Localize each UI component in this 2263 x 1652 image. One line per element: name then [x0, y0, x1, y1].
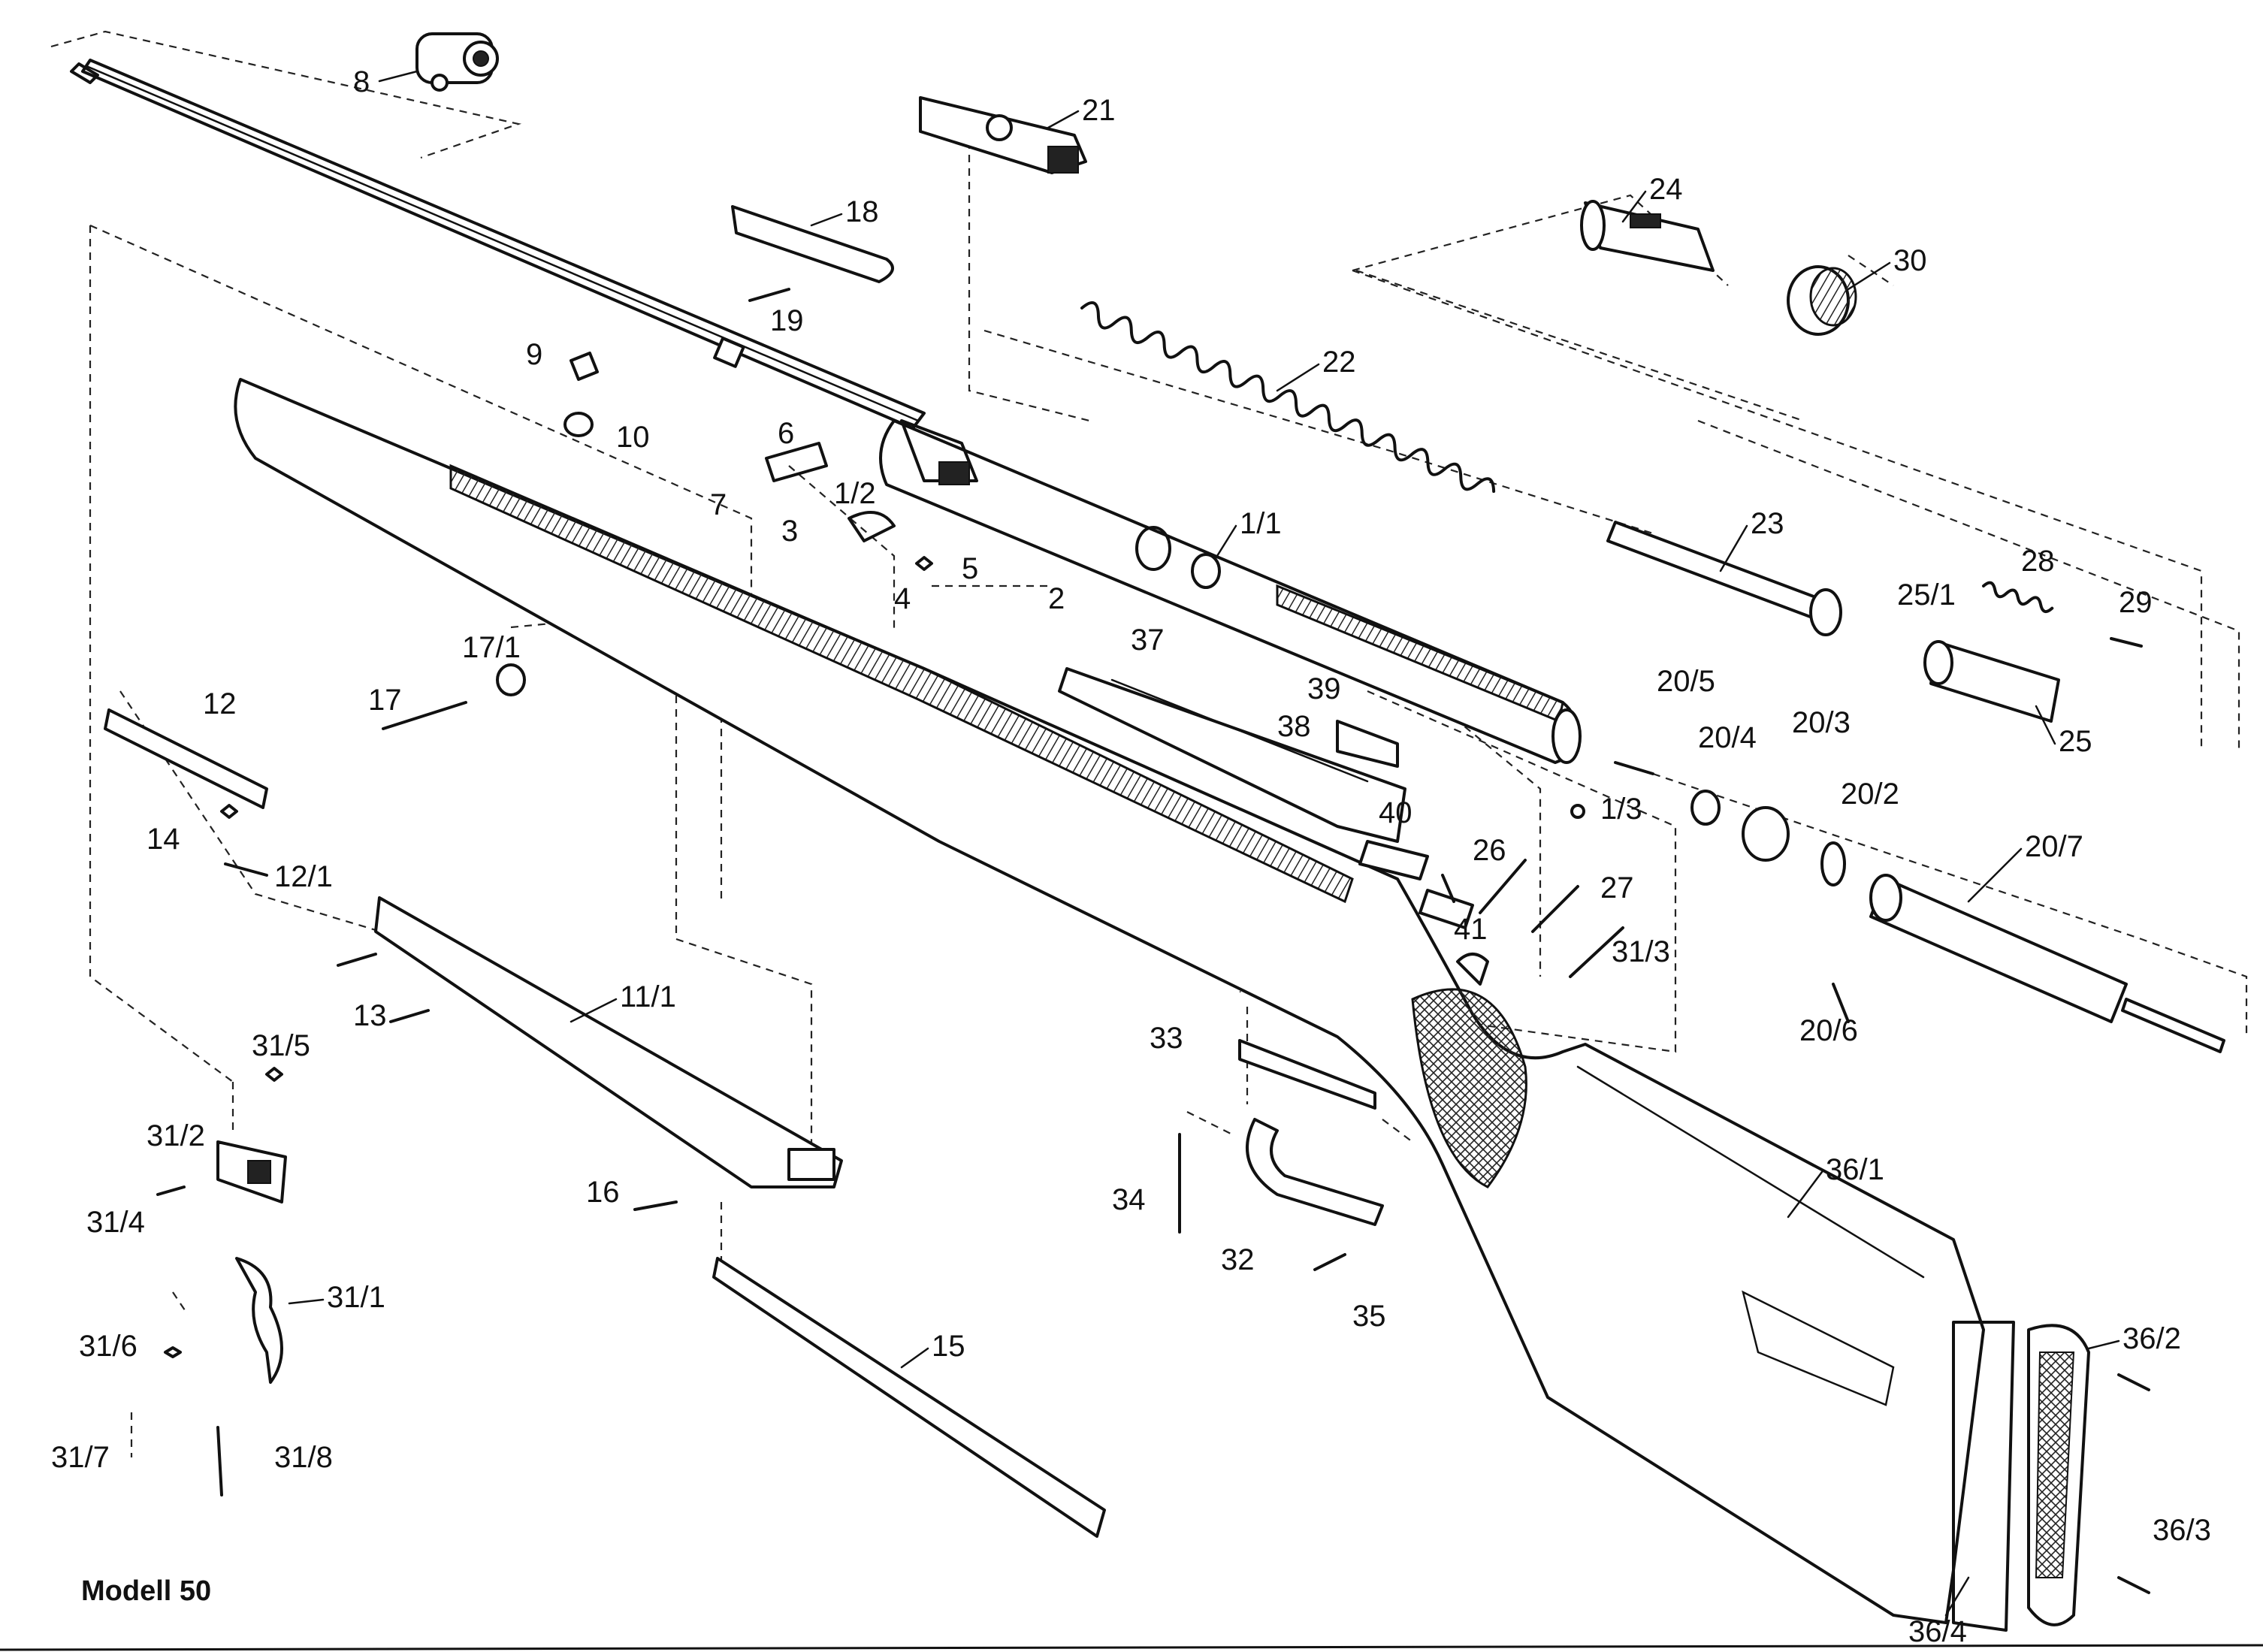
part-label: 31/4 — [86, 1206, 145, 1239]
part-label: 20/4 — [1698, 721, 1757, 754]
part-label: 10 — [616, 421, 650, 454]
part-label: 1/3 — [1600, 793, 1642, 826]
barrel — [70, 59, 926, 430]
front-sight — [415, 32, 499, 92]
part-label: 11/1 — [620, 980, 676, 1013]
part-label: 31/5 — [252, 1029, 310, 1062]
part-label: 21 — [1082, 94, 1116, 127]
trigger-housing — [216, 1140, 287, 1204]
part-label: 17/1 — [462, 631, 521, 664]
part-label: 31/2 — [147, 1119, 205, 1152]
part-label: 4 — [894, 582, 911, 615]
part-label: 37 — [1131, 624, 1165, 657]
part-label: 32 — [1221, 1243, 1255, 1276]
washers — [1614, 761, 1846, 886]
trigger-guard — [1238, 1039, 1384, 1226]
part-label: 19 — [770, 304, 804, 337]
part-label: 31/3 — [1612, 935, 1670, 968]
part-label: 35 — [1352, 1300, 1386, 1333]
part-label: 36/1 — [1826, 1153, 1884, 1186]
part-label: 25/1 — [1897, 578, 1956, 612]
compression-tube — [1869, 874, 2225, 1053]
part-label: 2 — [1048, 582, 1065, 615]
scope-rail-cover — [731, 205, 894, 283]
butt-plate — [2027, 1324, 2090, 1626]
part-label: 31/7 — [51, 1441, 110, 1474]
mainspring — [1080, 301, 1496, 494]
rear-sight — [919, 96, 1087, 174]
part-label: 41 — [1454, 913, 1488, 946]
part-label: 31/8 — [274, 1441, 333, 1474]
part-label: 20/7 — [2025, 830, 2083, 863]
trigger-bracket — [1336, 720, 1455, 903]
part-label: 12 — [203, 687, 237, 720]
stock — [234, 378, 2015, 1632]
part-label: 6 — [778, 417, 794, 450]
part-label: 22 — [1322, 346, 1356, 379]
piston — [1923, 581, 2143, 723]
part-label: 1/1 — [1240, 507, 1282, 540]
part-label: 31/1 — [327, 1281, 385, 1314]
part-label: 36/4 — [1908, 1615, 1967, 1648]
part-label: 38 — [1277, 710, 1311, 743]
part-label: 12/1 — [274, 860, 333, 893]
part-label: 40 — [1379, 796, 1412, 829]
part-label: 20/5 — [1657, 665, 1715, 698]
part-labels: 8 21 18 19 9 10 6 7 1/2 3 5 4 2 1/1 24 3… — [51, 65, 2211, 1648]
trigger-plate — [1058, 667, 1406, 843]
model-caption: Modell 50 — [81, 1575, 211, 1607]
part-label: 5 — [962, 552, 978, 585]
part-label: 7 — [710, 488, 727, 521]
pins-26-27 — [1479, 859, 1624, 978]
receiver-tube — [879, 419, 1582, 764]
part-label: 9 — [526, 338, 542, 371]
part-label: 33 — [1150, 1022, 1183, 1055]
spring-guide-cap — [1580, 200, 1715, 272]
assembly-guide-lines — [50, 30, 2248, 1457]
part-label: 17 — [368, 684, 402, 717]
safety-slide — [104, 708, 268, 809]
part-label: 26 — [1473, 834, 1506, 867]
part-label: 36/2 — [2123, 1322, 2181, 1355]
part-label: 25 — [2059, 725, 2092, 758]
part-label: 30 — [1893, 244, 1927, 277]
part-label: 16 — [586, 1176, 620, 1209]
cocking-lever — [374, 896, 843, 1188]
bottom-rule — [0, 1644, 2263, 1651]
part-label: 24 — [1649, 173, 1683, 206]
part-label: 3 — [781, 515, 798, 548]
label-leader-lines — [288, 70, 2120, 1617]
part-label: 20/6 — [1799, 1014, 1858, 1047]
spring-guide — [1606, 521, 1842, 636]
part-label: 20/3 — [1792, 706, 1851, 739]
part-label: 23 — [1751, 507, 1784, 540]
part-label: 28 — [2021, 545, 2055, 578]
part-label: 34 — [1112, 1183, 1146, 1216]
part-label: 13 — [353, 999, 387, 1032]
part-label: 8 — [353, 65, 370, 98]
part-label: 1/2 — [834, 477, 876, 510]
part-label: 20/2 — [1841, 778, 1899, 811]
trigger — [235, 1257, 283, 1384]
part-label: 36/3 — [2153, 1514, 2211, 1547]
end-cap-knob — [1787, 265, 1857, 336]
part-label: 39 — [1307, 672, 1341, 705]
part-label: 14 — [147, 823, 180, 856]
part-label: 29 — [2119, 586, 2153, 619]
part-label: 27 — [1600, 871, 1634, 905]
part-label: 18 — [845, 195, 879, 228]
cocking-link — [712, 1257, 1106, 1538]
part-label: 15 — [932, 1330, 965, 1363]
part-label: 31/6 — [79, 1330, 137, 1363]
small-springs-and-pins — [156, 288, 2150, 1594]
